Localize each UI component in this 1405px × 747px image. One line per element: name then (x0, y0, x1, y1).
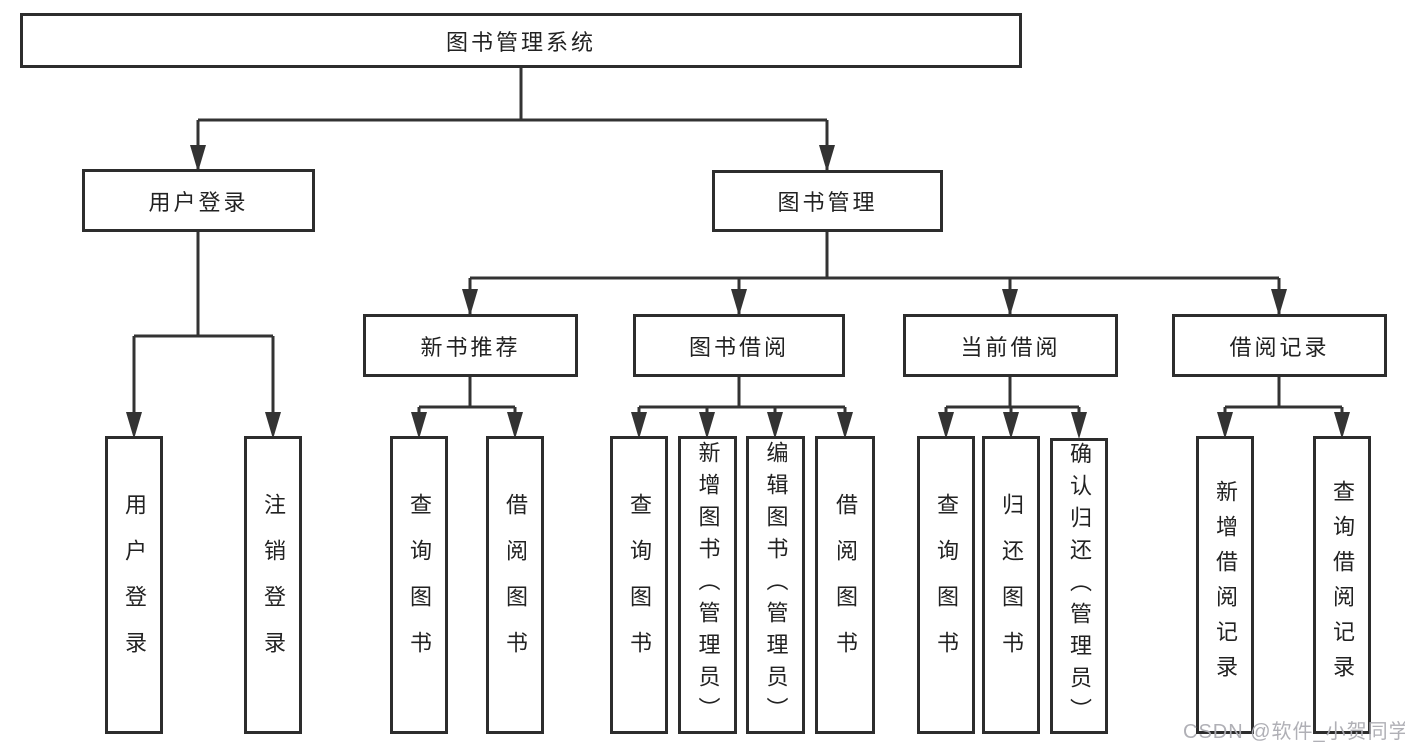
leaf-query-books-current: 查询图书 (917, 436, 975, 734)
node-new-book-recommend-label: 新书推荐 (420, 334, 521, 360)
arrow-down-icon (1003, 412, 1019, 439)
arrow-down-icon (1071, 412, 1087, 439)
leaf-borrow-books-borrow: 借阅图书 (815, 436, 875, 734)
node-book-borrowing: 图书借阅 (633, 314, 845, 377)
arrow-down-icon (1002, 289, 1018, 316)
arrow-down-icon (507, 412, 523, 439)
node-book-borrowing-label: 图书借阅 (688, 334, 789, 360)
leaf-confirm-return-admin: 确认归还（管理员） (1050, 438, 1108, 734)
leaf-query-borrow-record-label: 查询借阅记录 (1330, 480, 1355, 690)
node-borrowing-records-label: 借阅记录 (1229, 334, 1330, 360)
leaf-add-book-admin-label: 新增图书（管理员） (695, 441, 721, 729)
arrow-down-icon (1334, 412, 1350, 439)
leaf-borrow-books-recommend: 借阅图书 (486, 436, 544, 734)
leaf-return-book-label: 归还图书 (999, 493, 1024, 677)
arrow-down-icon (1271, 289, 1287, 316)
node-book-management: 图书管理 (712, 170, 943, 232)
arrow-down-icon (126, 412, 142, 439)
arrow-down-icon (767, 412, 783, 439)
leaf-confirm-return-admin-label: 确认归还（管理员） (1067, 442, 1092, 730)
node-user-login-group-label: 用户登录 (148, 189, 249, 215)
leaf-query-books-recommend: 查询图书 (390, 436, 448, 734)
node-new-book-recommend: 新书推荐 (363, 314, 578, 377)
node-book-management-label: 图书管理 (777, 190, 878, 215)
leaf-query-borrow-record: 查询借阅记录 (1313, 436, 1371, 734)
leaf-edit-book-admin-label: 编辑图书（管理员） (763, 441, 789, 729)
arrow-down-icon (938, 412, 954, 439)
leaf-query-books-recommend-label: 查询图书 (407, 493, 432, 677)
leaf-user-login-label: 用户登录 (122, 493, 147, 677)
csdn-watermark: CSDN @软件_小贺同学 (1183, 721, 1405, 743)
node-current-borrowing: 当前借阅 (903, 314, 1118, 377)
node-current-borrowing-label: 当前借阅 (960, 334, 1061, 360)
leaf-add-borrow-record: 新增借阅记录 (1196, 436, 1254, 734)
arrow-down-icon (819, 145, 835, 172)
arrow-down-icon (411, 412, 427, 439)
leaf-edit-book-admin: 编辑图书（管理员） (746, 436, 805, 734)
leaf-query-books-borrow-label: 查询图书 (627, 493, 652, 677)
node-user-login-group: 用户登录 (82, 169, 315, 232)
leaf-return-book: 归还图书 (982, 436, 1040, 734)
connector-paths (132, 68, 1344, 434)
leaf-borrow-books-borrow-label: 借阅图书 (833, 493, 858, 677)
leaf-logout: 注销登录 (244, 436, 302, 734)
leaf-query-books-current-label: 查询图书 (934, 493, 959, 677)
arrow-down-icon (837, 412, 853, 439)
arrow-down-icon (699, 412, 715, 439)
leaf-user-login: 用户登录 (105, 436, 163, 734)
node-library-system-label: 图书管理系统 (445, 29, 596, 55)
leaf-add-borrow-record-label: 新增借阅记录 (1213, 480, 1238, 690)
arrow-down-icon (731, 289, 747, 316)
arrow-down-icon (190, 145, 206, 172)
node-borrowing-records: 借阅记录 (1172, 314, 1387, 377)
node-library-system: 图书管理系统 (20, 13, 1022, 68)
arrow-down-icon (265, 412, 281, 439)
arrow-down-icon (631, 412, 647, 439)
leaf-query-books-borrow: 查询图书 (610, 436, 668, 734)
leaf-logout-label: 注销登录 (261, 493, 286, 677)
leaf-add-book-admin: 新增图书（管理员） (678, 436, 737, 734)
leaf-borrow-books-recommend-label: 借阅图书 (503, 493, 528, 677)
arrow-down-icon (462, 289, 478, 316)
arrow-down-icon (1217, 412, 1233, 439)
